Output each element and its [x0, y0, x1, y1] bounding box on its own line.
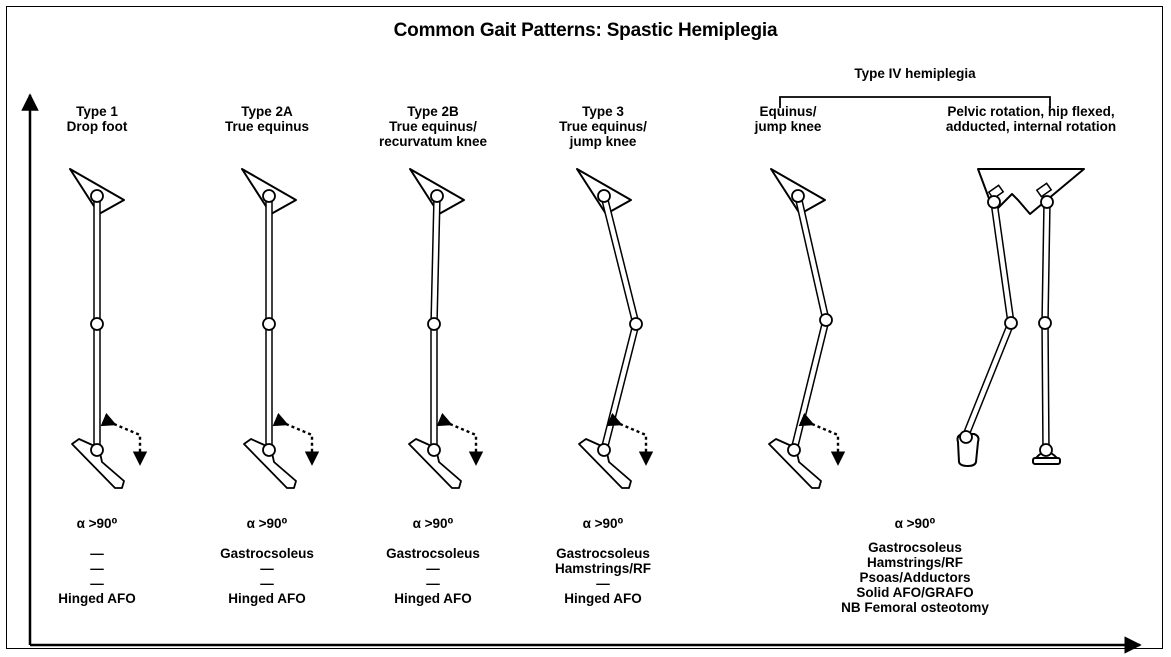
hip-joint [988, 196, 1000, 208]
ankle-joint [428, 444, 440, 456]
knee-joint [428, 318, 440, 330]
header-line: Type 3 [559, 104, 647, 119]
treatment-item: NB Femoral osteotomy [841, 600, 989, 615]
alpha-type1: α >90⁰ [77, 516, 118, 531]
hip-joint [1041, 196, 1053, 208]
treatment-item: Gastrocsoleus [386, 546, 480, 561]
treatment-item: — [220, 576, 314, 591]
treatments-type2a: Gastrocsoleus — — Hinged AFO [220, 546, 314, 606]
header-line: True equinus/ [559, 119, 647, 134]
hip-joint [91, 190, 103, 202]
dorsiflexion-arrow [812, 424, 838, 463]
dorsiflexion-arrow [620, 424, 646, 463]
alpha-type2a: α >90⁰ [247, 516, 288, 531]
header-line: Type 2B [379, 104, 487, 119]
treatment-item: — [386, 576, 480, 591]
alpha-type3: α >90⁰ [583, 516, 624, 531]
ankle-joint [788, 444, 800, 456]
knee-joint [1005, 317, 1017, 329]
ankle-joint [598, 444, 610, 456]
hip-joint [792, 190, 804, 202]
treatment-item: Solid AFO/GRAFO [841, 585, 989, 600]
knee-joint [630, 318, 642, 330]
knee-joint [263, 318, 275, 330]
treatment-item: — [58, 546, 136, 561]
shank-segment [1042, 323, 1049, 450]
header-line: jump knee [559, 134, 647, 149]
dorsiflexion-arrow [286, 424, 312, 463]
treatments-type1: — — — Hinged AFO [58, 546, 136, 606]
header-line: Type 1 [67, 104, 128, 119]
dorsiflexion-arrow [450, 424, 476, 463]
header-line: Type 2A [225, 104, 309, 119]
header-line: True equinus [225, 119, 309, 134]
header-line: True equinus/ [379, 119, 487, 134]
alpha-type2b: α >90⁰ [413, 516, 454, 531]
header-type4a: Equinus/ jump knee [755, 104, 822, 134]
treatment-item: Hamstrings/RF [555, 561, 651, 576]
treatment-item: Hamstrings/RF [841, 555, 989, 570]
thigh-segment [431, 196, 440, 324]
thigh-segment [601, 195, 639, 324]
knee-joint [1039, 317, 1051, 329]
hip-joint [598, 190, 610, 202]
header-type2b: Type 2B True equinus/ recurvatum knee [379, 104, 487, 149]
ankle-joint [960, 431, 972, 443]
shank-segment [94, 324, 100, 450]
treatment-item: Gastrocsoleus [841, 540, 989, 555]
knee-joint [91, 318, 103, 330]
treatment-item: — [220, 561, 314, 576]
hip-joint [431, 190, 443, 202]
treatment-item: — [58, 576, 136, 591]
ankle-joint [91, 444, 103, 456]
treatments-type3: Gastrocsoleus Hamstrings/RF — Hinged AFO [555, 546, 651, 606]
thigh-segment [991, 202, 1014, 324]
treatment-item: Gastrocsoleus [555, 546, 651, 561]
shank-segment [791, 319, 829, 450]
treatment-item: — [555, 576, 651, 591]
treatment-item: Gastrocsoleus [220, 546, 314, 561]
thigh-segment [266, 196, 272, 324]
alpha-type4: α >90⁰ [895, 516, 936, 531]
thigh-segment [1042, 202, 1050, 323]
header-line: Drop foot [67, 119, 128, 134]
hip-joint [263, 190, 275, 202]
treatment-item: Hinged AFO [58, 591, 136, 606]
treatment-item: — [386, 561, 480, 576]
treatment-item: — [58, 561, 136, 576]
shank-segment [431, 324, 437, 450]
type4-group-label: Type IV hemiplegia [854, 66, 975, 81]
header-type4b: Pelvic rotation, hip flexed, adducted, i… [946, 104, 1116, 134]
header-line: Pelvic rotation, hip flexed, [946, 104, 1116, 119]
treatment-item: Hinged AFO [386, 591, 480, 606]
treatments-type2b: Gastrocsoleus — — Hinged AFO [386, 546, 480, 606]
treatment-item: Psoas/Adductors [841, 570, 989, 585]
treatments-type4: Gastrocsoleus Hamstrings/RF Psoas/Adduct… [841, 540, 989, 615]
header-type3: Type 3 True equinus/ jump knee [559, 104, 647, 149]
thigh-segment [94, 196, 100, 324]
header-line: recurvatum knee [379, 134, 487, 149]
ankle-joint [263, 444, 275, 456]
header-line: Equinus/ [755, 104, 822, 119]
treatment-item: Hinged AFO [555, 591, 651, 606]
treatment-item: Hinged AFO [220, 591, 314, 606]
shank-segment [266, 324, 272, 450]
dorsiflexion-arrow [114, 424, 140, 463]
header-line: jump knee [755, 119, 822, 134]
shank-segment [601, 323, 639, 450]
header-line: adducted, internal rotation [946, 119, 1116, 134]
ankle-joint [1040, 444, 1052, 456]
shank-segment [963, 322, 1014, 436]
thigh-segment [795, 195, 829, 320]
header-type1: Type 1 Drop foot [67, 104, 128, 134]
header-type2a: Type 2A True equinus [225, 104, 309, 134]
knee-joint [820, 314, 832, 326]
